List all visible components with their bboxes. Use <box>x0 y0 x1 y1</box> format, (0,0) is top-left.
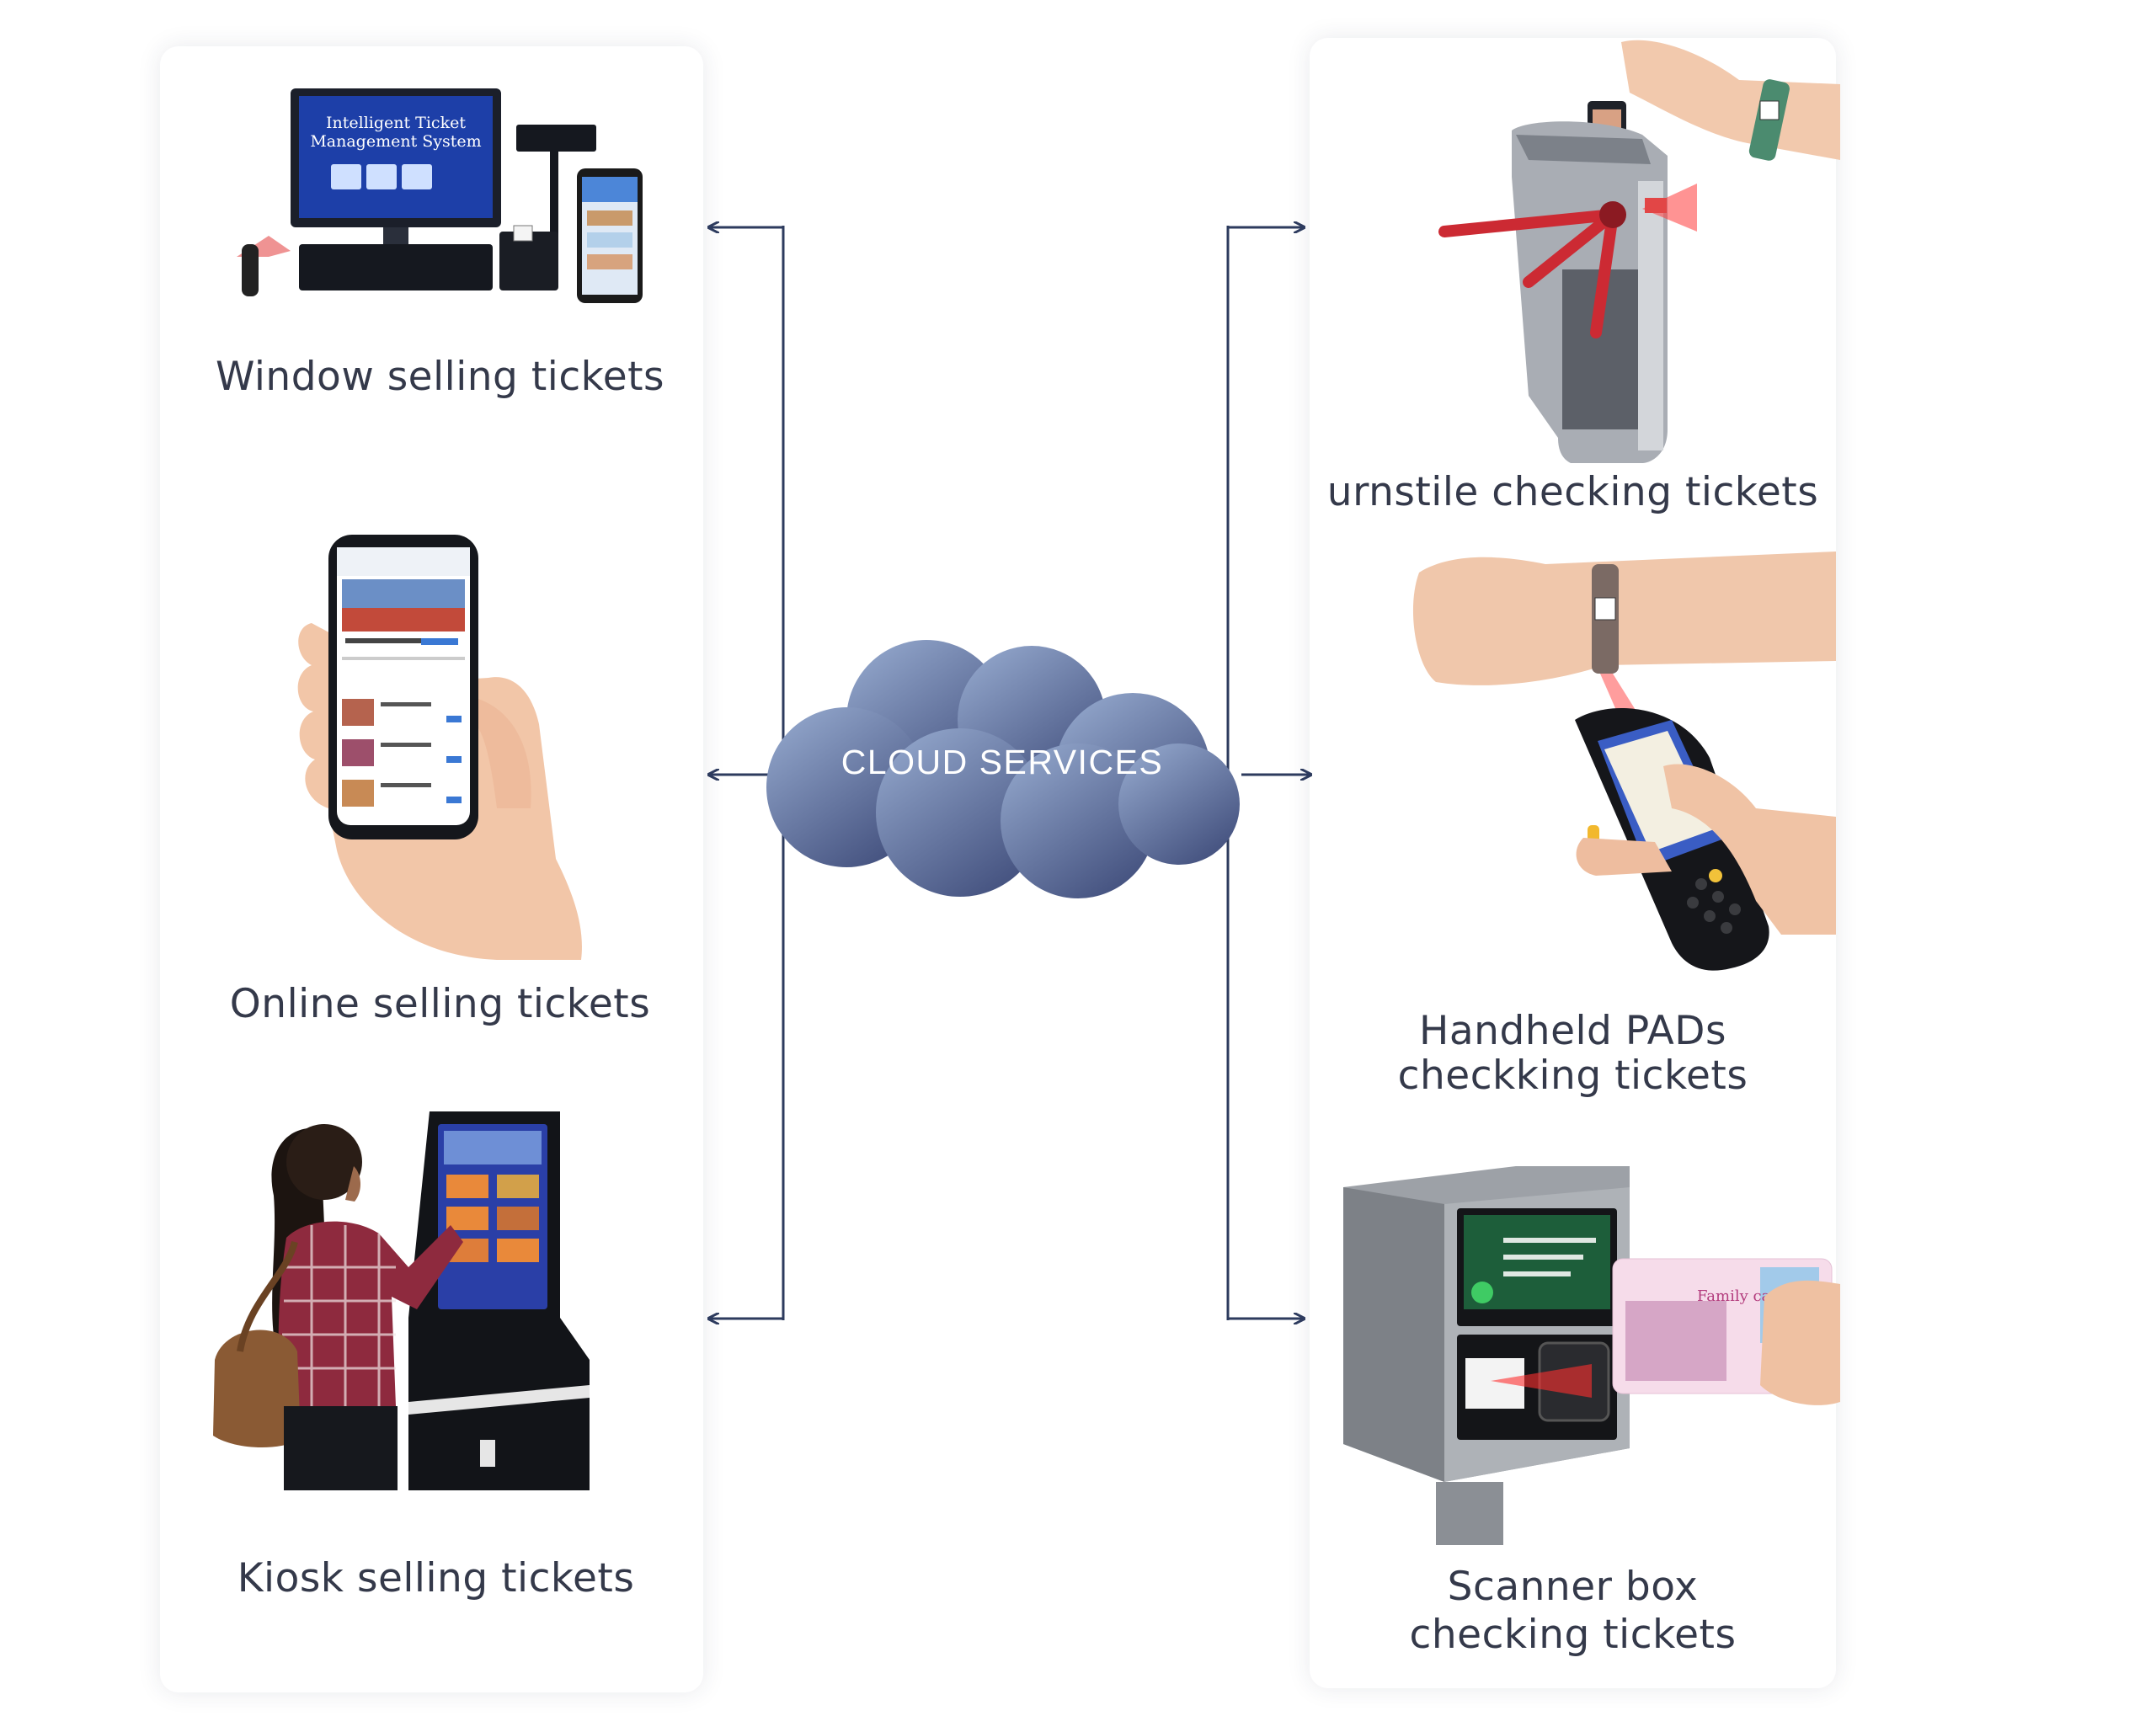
screen-title-line2: Management System <box>310 132 481 151</box>
online-selling-label: Online selling tickets <box>229 981 651 1027</box>
handheld-checking-label-line2: checkking tickets <box>1397 1053 1748 1099</box>
scanner-box-icon: Family card <box>1343 1166 1840 1545</box>
scanner-box-label-line2: checking tickets <box>1409 1612 1737 1658</box>
turnstile-checking-label: urnstile checking tickets <box>1326 469 1819 515</box>
pos-terminal-icon: Intelligent Ticket Management System <box>237 88 643 303</box>
turnstile-icon <box>1438 40 1840 463</box>
smartphone-in-hand-icon <box>297 535 582 960</box>
cloud-services-node: CLOUD SERVICES <box>758 623 1246 901</box>
cloud-icon <box>766 640 1240 898</box>
handheld-scanner-icon <box>1412 552 1836 971</box>
kiosk-selling-label: Kiosk selling tickets <box>237 1555 635 1601</box>
scanner-box-label-line1: Scanner box <box>1447 1564 1699 1610</box>
self-service-kiosk-icon <box>213 1111 590 1490</box>
handheld-checking-label-line1: Handheld PADs <box>1419 1008 1726 1054</box>
cloud-services-label: CLOUD SERVICES <box>841 742 1164 781</box>
window-selling-label: Window selling tickets <box>215 354 665 400</box>
screen-title-line1: Intelligent Ticket <box>326 114 466 132</box>
